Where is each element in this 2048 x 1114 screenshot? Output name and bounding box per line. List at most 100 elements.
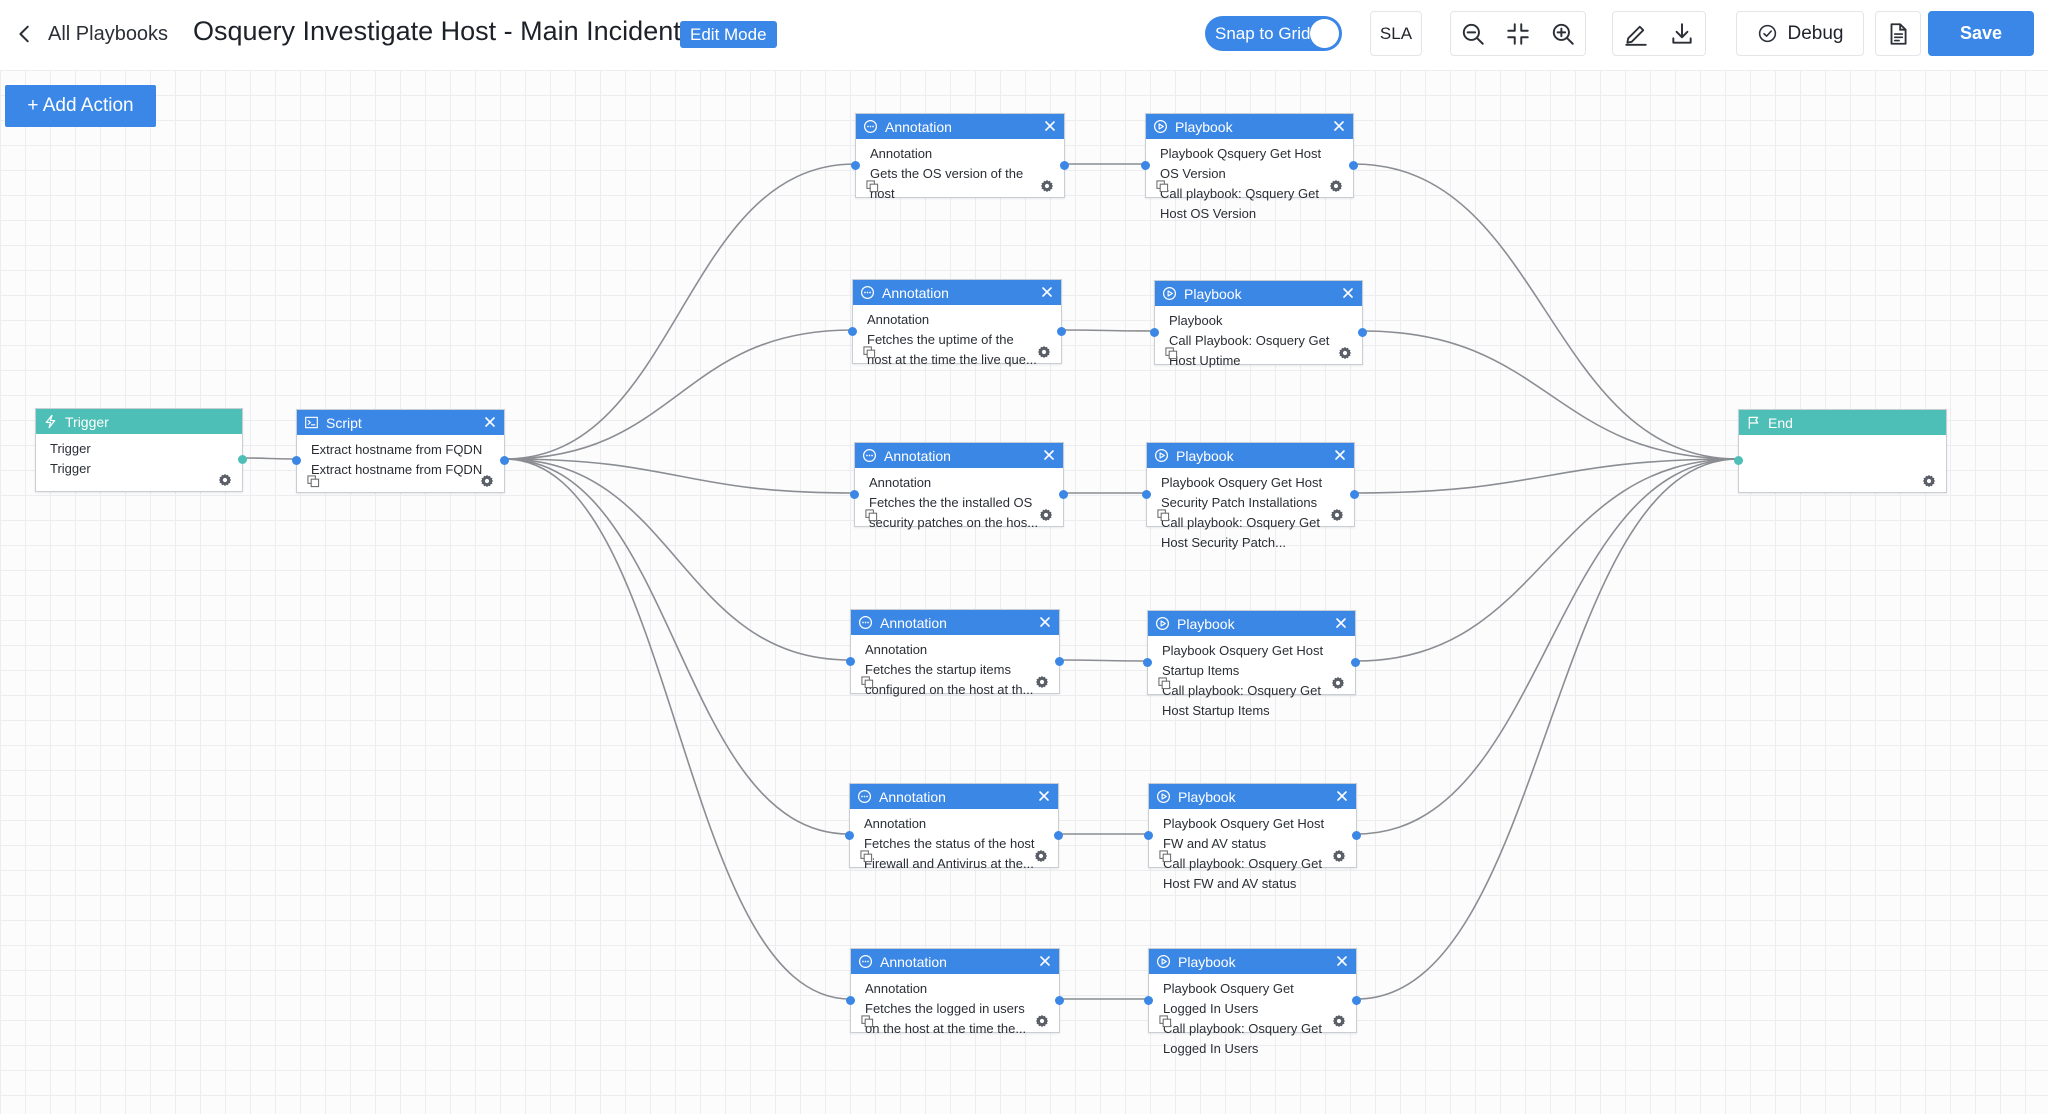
save-button[interactable]: Save <box>1928 11 2034 56</box>
close-icon[interactable] <box>1332 119 1346 133</box>
output-port[interactable] <box>1352 996 1361 1005</box>
output-port[interactable] <box>1060 161 1069 170</box>
gear-icon[interactable] <box>1338 346 1352 360</box>
node-header[interactable]: Annotation <box>855 443 1063 468</box>
node-header[interactable]: Playbook <box>1149 784 1356 809</box>
close-icon[interactable] <box>1040 285 1054 299</box>
copy-icon[interactable] <box>863 346 876 359</box>
edge-script-annotation[interactable] <box>504 458 855 494</box>
sla-button[interactable]: SLA <box>1370 11 1422 56</box>
gear-icon[interactable] <box>1922 474 1936 488</box>
gear-icon[interactable] <box>1034 849 1048 863</box>
gear-icon[interactable] <box>1035 1014 1049 1028</box>
input-port[interactable] <box>1734 456 1743 465</box>
close-icon[interactable] <box>1037 789 1051 803</box>
output-port[interactable] <box>1350 490 1359 499</box>
copy-icon[interactable] <box>1159 1015 1172 1028</box>
zoom-in-button[interactable] <box>1540 12 1585 55</box>
gear-icon[interactable] <box>1331 676 1345 690</box>
close-icon[interactable] <box>1038 954 1052 968</box>
edge-script-annotation[interactable] <box>504 458 851 1000</box>
input-port[interactable] <box>850 490 859 499</box>
copy-icon[interactable] <box>1158 677 1171 690</box>
input-port[interactable] <box>1150 328 1159 337</box>
node-header[interactable]: Annotation <box>851 610 1059 635</box>
node-header[interactable]: Annotation <box>856 114 1064 139</box>
edge-trigger-script[interactable] <box>242 457 297 460</box>
close-icon[interactable] <box>1341 286 1355 300</box>
document-button[interactable] <box>1875 11 1921 56</box>
input-port[interactable] <box>1144 996 1153 1005</box>
close-icon[interactable] <box>1043 119 1057 133</box>
copy-icon[interactable] <box>1159 850 1172 863</box>
input-port[interactable] <box>1144 831 1153 840</box>
gear-icon[interactable] <box>1040 179 1054 193</box>
end-node[interactable]: End <box>1734 409 1947 493</box>
copy-icon[interactable] <box>307 475 320 488</box>
edit-button[interactable] <box>1613 12 1659 55</box>
input-port[interactable] <box>851 161 860 170</box>
output-port[interactable] <box>1351 658 1360 667</box>
copy-icon[interactable] <box>866 180 879 193</box>
edge-script-annotation[interactable] <box>504 458 850 835</box>
input-port[interactable] <box>292 456 301 465</box>
output-port[interactable] <box>1057 327 1066 336</box>
zoom-out-button[interactable] <box>1451 12 1496 55</box>
gear-icon[interactable] <box>1039 508 1053 522</box>
node-header[interactable]: Annotation <box>853 280 1061 305</box>
download-button[interactable] <box>1659 12 1705 55</box>
input-port[interactable] <box>848 327 857 336</box>
close-icon[interactable] <box>1038 615 1052 629</box>
edge-playbook-end[interactable] <box>1353 163 1739 460</box>
output-port[interactable] <box>238 455 247 464</box>
node-header[interactable]: Playbook <box>1147 443 1354 468</box>
copy-icon[interactable] <box>1156 180 1169 193</box>
output-port[interactable] <box>1059 490 1068 499</box>
gear-icon[interactable] <box>1332 1014 1346 1028</box>
copy-icon[interactable] <box>865 509 878 522</box>
input-port[interactable] <box>846 657 855 666</box>
close-icon[interactable] <box>1335 789 1349 803</box>
output-port[interactable] <box>500 456 509 465</box>
close-icon[interactable] <box>1334 616 1348 630</box>
node-header[interactable]: Trigger <box>36 409 242 434</box>
output-port[interactable] <box>1055 657 1064 666</box>
copy-icon[interactable] <box>861 676 874 689</box>
close-icon[interactable] <box>1042 448 1056 462</box>
close-icon[interactable] <box>1335 954 1349 968</box>
gear-icon[interactable] <box>480 474 494 488</box>
output-port[interactable] <box>1055 996 1064 1005</box>
snap-to-grid-toggle[interactable]: Snap to Grid <box>1205 16 1342 51</box>
output-port[interactable] <box>1358 328 1367 337</box>
gear-icon[interactable] <box>218 473 232 487</box>
output-port[interactable] <box>1349 161 1358 170</box>
close-icon[interactable] <box>483 415 497 429</box>
edge-playbook-end[interactable] <box>1354 458 1739 494</box>
debug-button[interactable]: Debug <box>1736 11 1864 56</box>
node-header[interactable]: Annotation <box>851 949 1059 974</box>
copy-icon[interactable] <box>1165 347 1178 360</box>
gear-icon[interactable] <box>1329 179 1343 193</box>
node-header[interactable]: Playbook <box>1155 281 1362 306</box>
gear-icon[interactable] <box>1332 849 1346 863</box>
back-to-playbooks-link[interactable]: All Playbooks <box>14 14 168 54</box>
edge-annotation-playbook[interactable] <box>1061 329 1155 332</box>
input-port[interactable] <box>846 996 855 1005</box>
input-port[interactable] <box>1141 161 1150 170</box>
gear-icon[interactable] <box>1035 675 1049 689</box>
